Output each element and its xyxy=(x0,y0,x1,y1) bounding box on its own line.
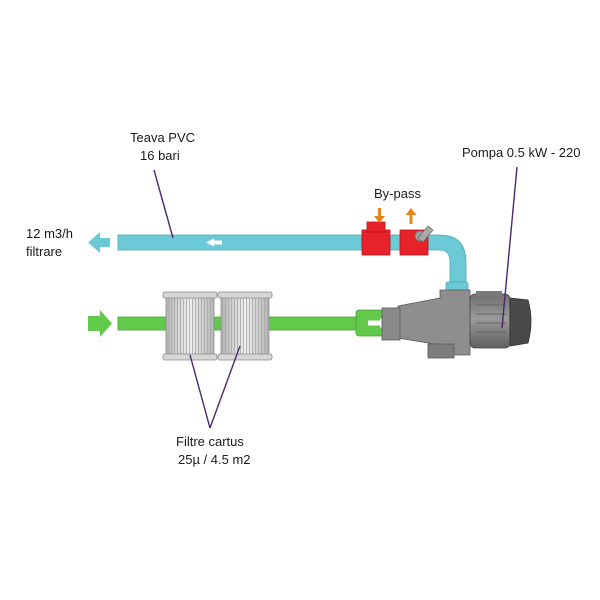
pump-label: Pompa 0.5 kW - 220 xyxy=(462,145,581,160)
outlet-flow-arrow-icon xyxy=(206,238,222,247)
cartridge-filter-2 xyxy=(217,291,273,361)
flow-label-line2: filtrare xyxy=(26,244,62,259)
filter-1-leader-line xyxy=(189,354,211,429)
pump-leader-line xyxy=(501,166,518,329)
inlet-direction-arrow-icon xyxy=(88,310,112,337)
bypass-down-arrow-icon xyxy=(374,208,385,223)
pipe-elbow xyxy=(425,234,467,283)
flow-label-line1: 12 m3/h xyxy=(26,226,73,241)
inlet-flow-arrow-icon xyxy=(368,318,386,328)
valve-handle-icon xyxy=(417,225,434,243)
bypass-label: By-pass xyxy=(374,186,421,201)
outlet-direction-arrow-icon xyxy=(88,232,110,253)
pipe-leader-line xyxy=(153,169,174,239)
filters-label-line1: Filtre cartus xyxy=(176,434,244,449)
filter-2-leader-line xyxy=(209,345,241,429)
cartridge-filter-1 xyxy=(162,291,218,361)
pipe-label-line2: 16 bari xyxy=(140,148,180,163)
motor-fan-cover xyxy=(509,297,532,347)
pipe-label-line1: Teava PVC xyxy=(130,130,195,145)
bypass-fittings xyxy=(361,221,434,256)
bypass-up-arrow-icon xyxy=(405,208,417,224)
filters-label-line2: 25µ / 4.5 m2 xyxy=(178,452,251,467)
pump xyxy=(381,289,532,359)
